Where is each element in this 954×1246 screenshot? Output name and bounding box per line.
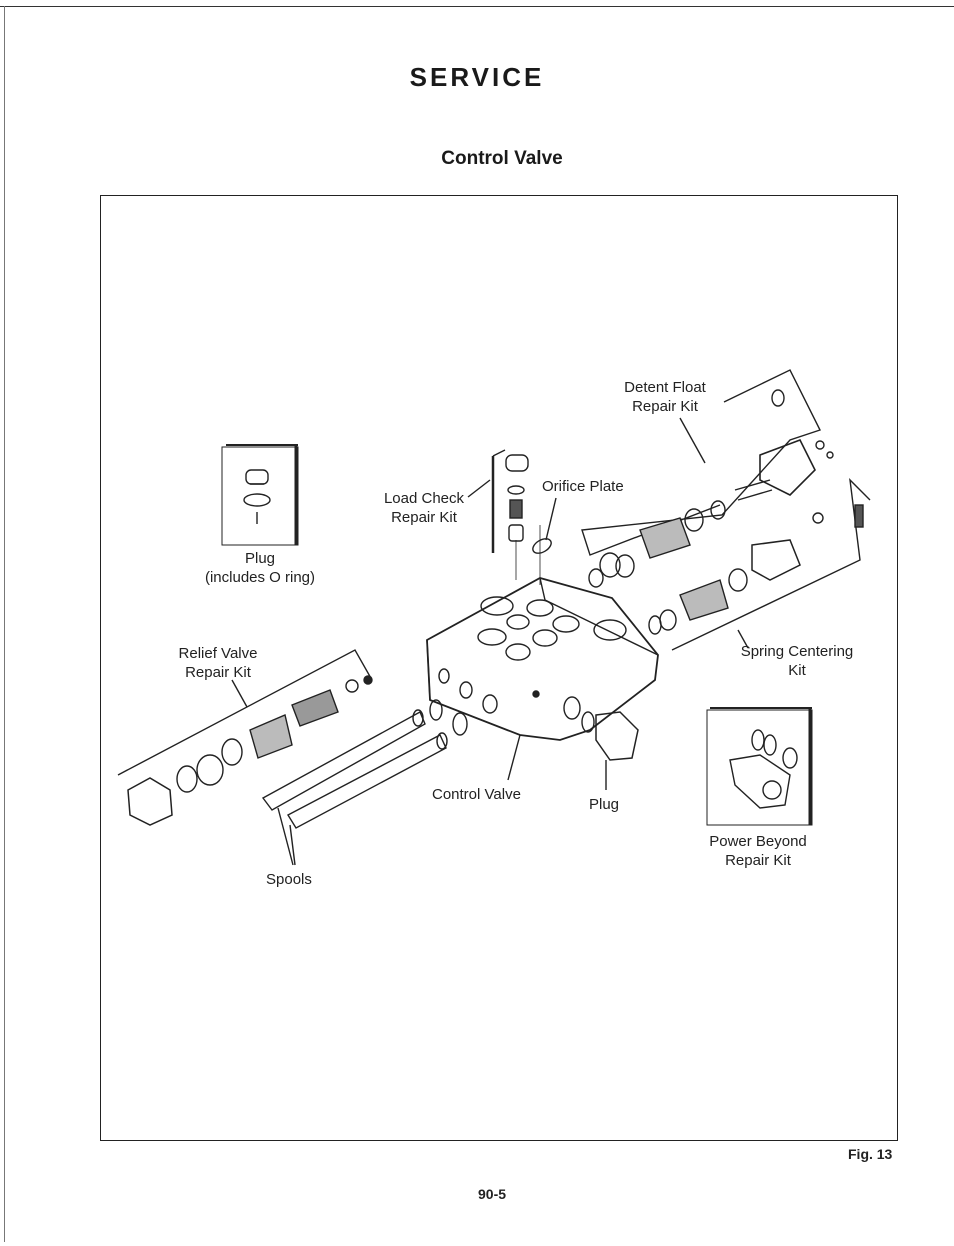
label-plug-top: Plug (includes O ring) xyxy=(190,549,330,587)
power-beyond-kit xyxy=(706,707,813,826)
spring-centering-kit xyxy=(648,478,871,651)
orifice-plate xyxy=(532,497,557,554)
control-valve-body xyxy=(426,577,659,741)
label-load-check: Load Check Repair Kit xyxy=(376,489,472,527)
page-top-rule xyxy=(0,6,954,7)
page-left-edge xyxy=(4,6,5,1242)
detent-float-kit xyxy=(581,369,834,588)
label-control-valve: Control Valve xyxy=(432,786,521,803)
plug-kit-box xyxy=(221,444,299,546)
label-plug-top-line2: (includes O ring) xyxy=(204,569,316,586)
label-power-beyond: Power Beyond Repair Kit xyxy=(700,832,816,870)
label-orifice-plate: Orifice Plate xyxy=(542,478,624,495)
label-spring-centering-line1: Spring Centering xyxy=(740,643,854,660)
label-plug-top-line1: Plug xyxy=(244,550,276,567)
figure-frame xyxy=(100,195,898,1141)
label-spools: Spools xyxy=(266,871,312,888)
label-detent-float-line1: Detent Float xyxy=(624,379,706,396)
label-detent-float-line2: Repair Kit xyxy=(632,398,698,415)
page-title: SERVICE xyxy=(409,62,545,92)
load-check-kit xyxy=(467,449,541,585)
spools xyxy=(261,699,468,866)
label-power-beyond-line1: Power Beyond xyxy=(709,833,807,850)
label-relief-valve: Relief Valve Repair Kit xyxy=(168,644,268,682)
figure-number: Fig. 13 xyxy=(848,1146,893,1162)
relief-valve-kit xyxy=(117,649,373,826)
label-power-beyond-line2: Repair Kit xyxy=(725,852,791,869)
label-load-check-line2: Repair Kit xyxy=(391,509,457,526)
label-detent-float: Detent Float Repair Kit xyxy=(612,378,718,416)
right-plug xyxy=(581,711,639,790)
label-load-check-line1: Load Check xyxy=(383,490,465,507)
label-relief-valve-line1: Relief Valve xyxy=(178,645,258,662)
label-spring-centering-line2: Kit xyxy=(788,662,806,679)
control-valve-leader xyxy=(507,734,521,781)
label-relief-valve-line2: Repair Kit xyxy=(185,664,251,681)
page-number: 90-5 xyxy=(478,1186,507,1202)
label-plug-right: Plug xyxy=(589,796,620,813)
section-subtitle: Control Valve xyxy=(441,148,563,169)
label-spring-centering: Spring Centering Kit xyxy=(728,642,866,680)
